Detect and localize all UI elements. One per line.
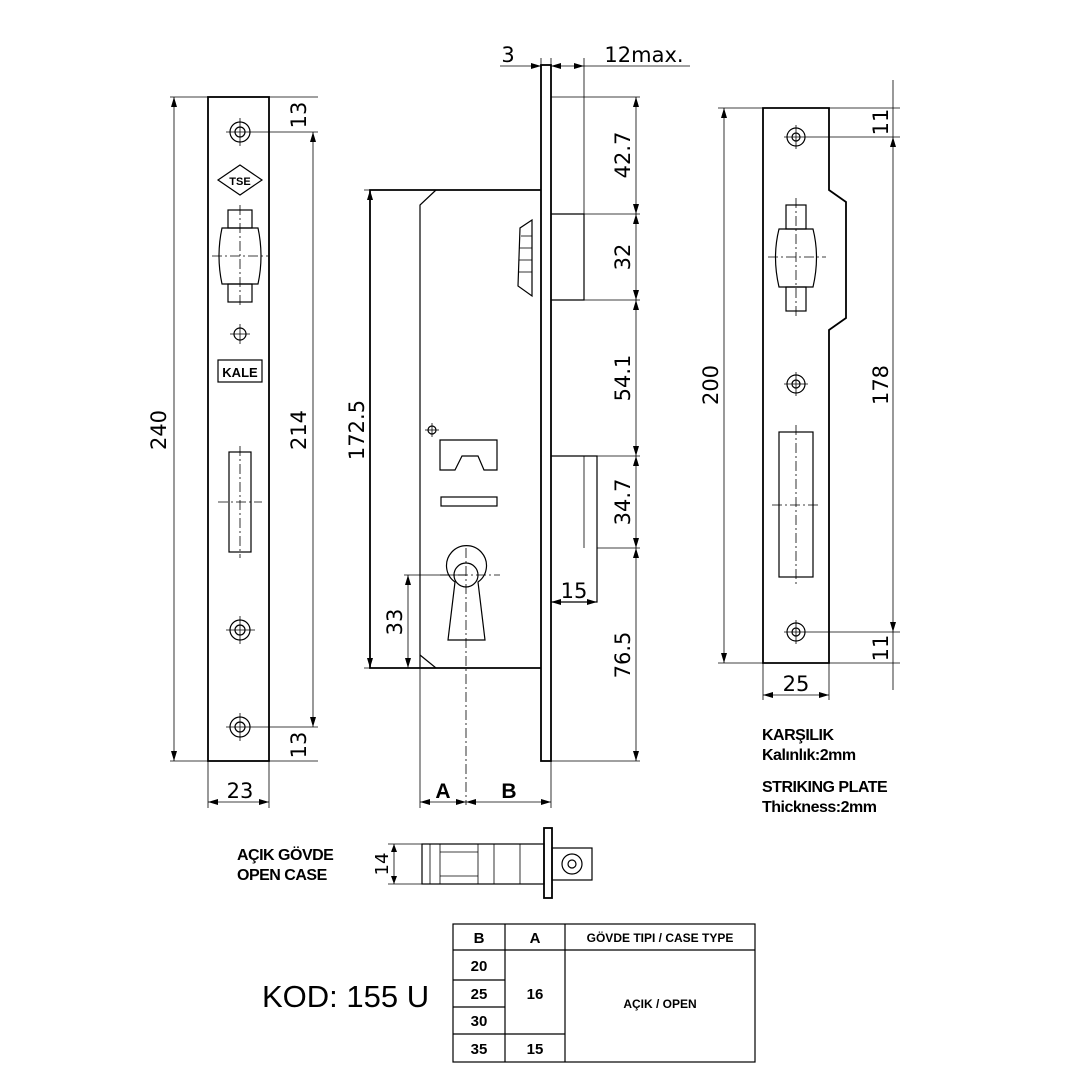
svg-text:KALE: KALE: [222, 365, 258, 380]
screw-hole-icon: [784, 372, 808, 396]
cylinder-dim: 33: [383, 609, 407, 636]
open-case-label-tr: AÇIK GÖVDE: [237, 845, 334, 864]
latch-bolt-icon: [517, 213, 585, 301]
strike-width-dim: 25: [783, 672, 810, 696]
dim-42-7: 42.7: [611, 132, 635, 179]
bolt-dim: 15: [561, 579, 588, 603]
bolt-opening-icon: [218, 446, 262, 558]
strike-latch-opening-icon: [768, 198, 826, 318]
faceplate-inner-dim: 214: [287, 410, 311, 450]
lock-body-view: 3 12max. 42.7 32 54.1 34.7 76.5 172.5: [345, 43, 690, 808]
strike-bottom-dim: 11: [869, 635, 893, 662]
faceplate-top-dim: 13: [287, 102, 311, 129]
face-thickness-dim: 3: [501, 43, 514, 67]
latch-opening-icon: [212, 205, 268, 306]
table-b-value: 30: [471, 1013, 488, 1030]
table-b-value: 20: [471, 958, 488, 975]
small-screw-icon: [425, 423, 439, 437]
strike-inner-dim: 178: [869, 365, 893, 405]
open-case-view: AÇIK GÖVDE OPEN CASE 14: [237, 827, 593, 899]
screw-hole-icon: [226, 616, 255, 644]
faceplate-length-dim: 240: [147, 410, 171, 450]
strike-height-dim: 200: [699, 365, 723, 405]
strike-bolt-opening-icon: [772, 425, 820, 585]
striking-plate-caption-en: STRIKING PLATE: [762, 779, 888, 796]
dim-76-5: 76.5: [611, 632, 635, 679]
svg-text:TSE: TSE: [229, 176, 250, 188]
open-case-dim: 14: [372, 853, 393, 876]
screw-hole-icon: [226, 118, 255, 146]
small-screw-icon: [230, 324, 250, 344]
product-code: KOD: 155 U: [262, 979, 429, 1014]
kale-logo-icon: KALE: [217, 359, 263, 383]
tse-logo-icon: TSE: [216, 164, 264, 196]
table-b-value: 25: [471, 986, 488, 1003]
striking-plate-caption-tr: KARŞILIK: [762, 727, 835, 744]
follower-cam-icon: [425, 423, 498, 507]
faceplate-view: 240 214 13 13 23: [147, 96, 318, 808]
cylinder-hole-icon: [440, 545, 500, 805]
forend-strip: [540, 64, 552, 762]
open-case-label-en: OPEN CASE: [237, 867, 328, 884]
screw-hole-icon: [784, 125, 808, 149]
dim-label-b: B: [501, 780, 516, 803]
screw-hole-icon: [784, 620, 808, 644]
dim-34-7: 34.7: [611, 479, 635, 526]
table-header-b: B: [474, 930, 485, 947]
screw-hole-icon: [226, 713, 255, 741]
striking-plate-thickness-en: Thickness:2mm: [762, 799, 877, 816]
striking-plate-thickness-tr: Kalınlık:2mm: [762, 747, 856, 764]
table-header-case-type: GÖVDE TIPI / CASE TYPE: [587, 930, 734, 945]
table-header-a: A: [530, 930, 541, 947]
variant-table: B A GÖVDE TIPI / CASE TYPE 20 25 30 35 1…: [452, 923, 756, 1063]
strike-top-dim: 11: [869, 109, 893, 136]
striking-plate-view: 200 178 11 11 25: [699, 80, 900, 816]
faceplate-bottom-dim: 13: [287, 732, 311, 759]
body-height-dim: 172.5: [345, 400, 369, 460]
dim-54-1: 54.1: [611, 355, 635, 402]
lock-case-outline: [369, 189, 541, 669]
striking-plate-outline: [762, 107, 847, 664]
dim-32: 32: [611, 244, 635, 271]
faceplate-outline: [207, 96, 270, 762]
table-a-value: 16: [527, 986, 544, 1003]
table-case-type-value: AÇIK / OPEN: [623, 997, 696, 1011]
faceplate-width-dim: 23: [227, 779, 254, 803]
dim-label-a: A: [435, 780, 450, 803]
table-a-value: 15: [527, 1041, 544, 1058]
table-b-value: 35: [471, 1041, 488, 1058]
latch-max-dim: 12max.: [604, 43, 683, 67]
